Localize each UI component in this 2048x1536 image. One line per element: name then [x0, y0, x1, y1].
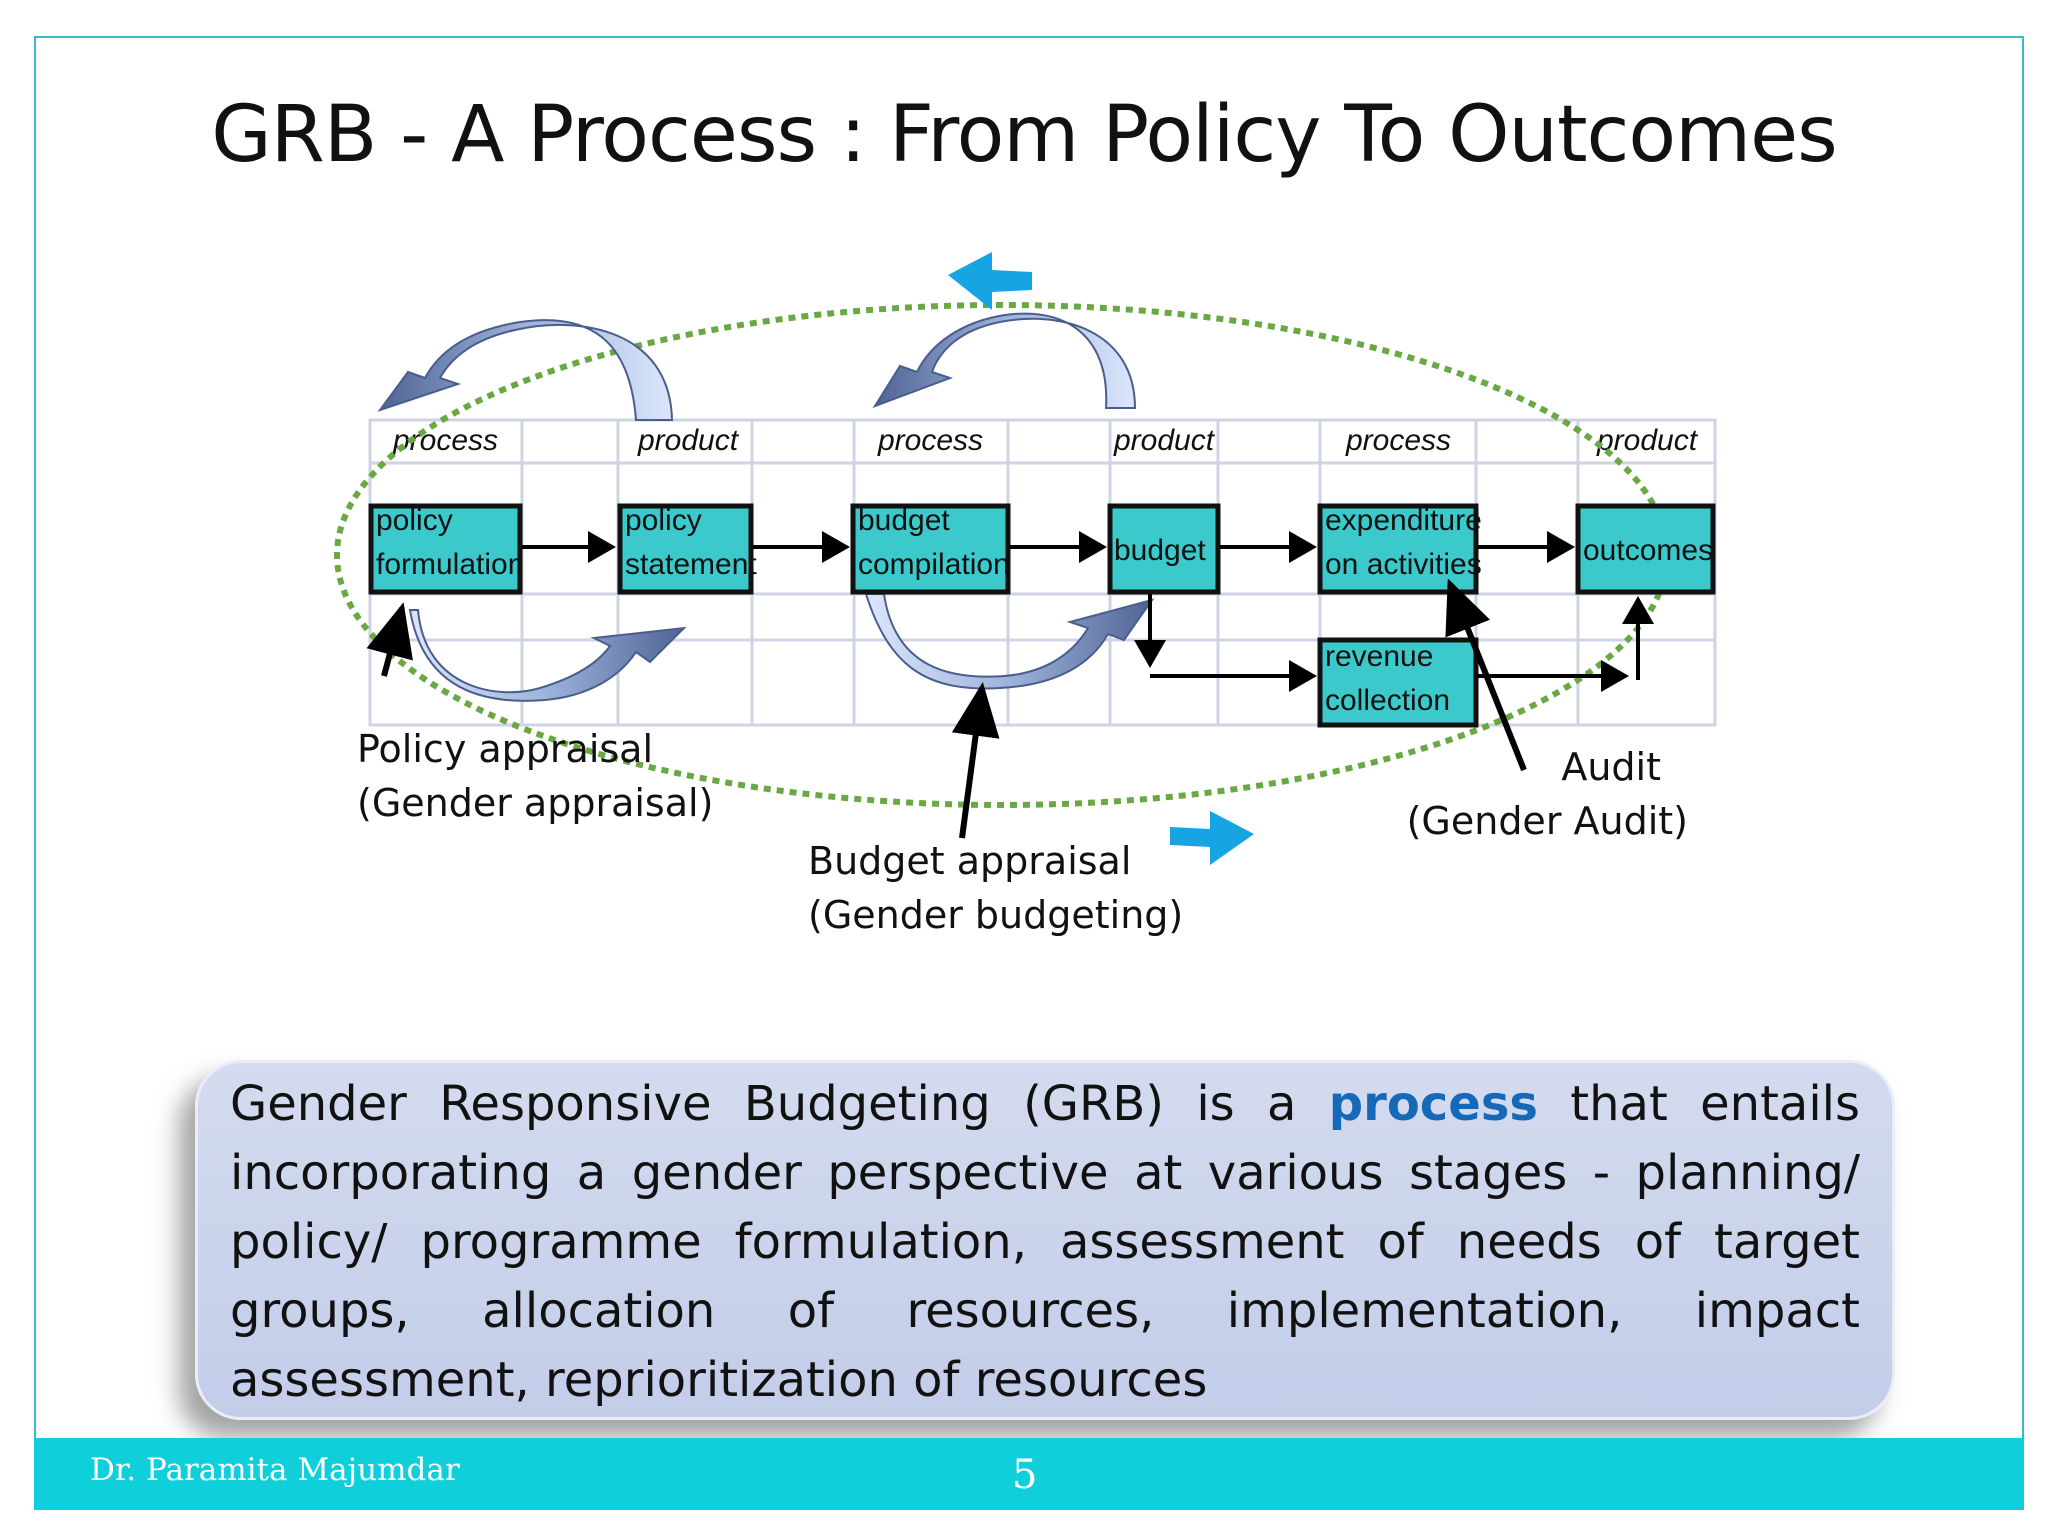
pointer-budget-appraisal: [951, 682, 1000, 839]
curl-arrow-budget-top-icon: [872, 312, 1137, 409]
box-text-policy-2: policy: [625, 504, 702, 537]
box-text-on-activities: on activities: [1325, 548, 1482, 581]
curl-arrow-policy-bottom-icon: [408, 609, 687, 702]
definition-text-after: that entails incorporating a gender pers…: [230, 1076, 1860, 1408]
definition-text-before: Gender Responsive Budgeting (GRB) is a: [230, 1076, 1329, 1132]
pointer-audit: [1445, 578, 1527, 772]
box-revenue-collection: [1317, 637, 1479, 728]
box-text-collection: collection: [1325, 684, 1450, 717]
label-budget-appraisal: Budget appraisal (Gender budgeting): [808, 839, 1184, 937]
slide-title: GRB - A Process : From Policy To Outcome…: [211, 90, 1838, 180]
stage-label-product-1: product: [637, 424, 740, 457]
definition-callout: [195, 1060, 1895, 1420]
box-text-compilation: compilation: [858, 548, 1010, 581]
stage-label-process-3: process: [1345, 424, 1451, 457]
box-outcomes: [1575, 503, 1716, 595]
curl-arrow-policy-top-icon: [377, 319, 674, 421]
box-budget-compilation: [850, 503, 1011, 595]
box-text-outcomes: outcomes: [1583, 534, 1713, 567]
stage-label-process-2: process: [877, 424, 983, 457]
stage-label-product-3: product: [1596, 424, 1699, 457]
box-text-budget-top: budget: [858, 504, 950, 537]
page-number: 5: [1012, 1452, 1038, 1498]
curl-arrow-budget-bottom-icon: [864, 593, 1155, 690]
cycle-arrow-left-icon: [948, 252, 1032, 310]
box-text-revenue: revenue: [1325, 640, 1433, 673]
box-text-budget: budget: [1114, 534, 1206, 567]
footer-author: Dr. Paramita Majumdar: [90, 1452, 460, 1488]
label-policy-appraisal: Policy appraisal (Gender appraisal): [357, 727, 714, 825]
box-text-statement: statement: [625, 548, 757, 581]
footer-bar: [34, 1438, 2024, 1510]
definition-highlight: process: [1328, 1076, 1538, 1132]
box-expenditure: [1317, 503, 1479, 595]
box-policy-formulation: [368, 503, 523, 595]
stage-label-product-2: product: [1113, 424, 1216, 457]
box-text-policy: policy: [376, 504, 453, 537]
definition-text: Gender Responsive Budgeting (GRB) is a p…: [230, 1070, 1860, 1415]
box-text-formulation: formulation: [376, 548, 524, 581]
box-budget: [1107, 503, 1221, 595]
box-policy-statement: [617, 503, 754, 595]
cycle-arrow-right-icon: [1170, 811, 1254, 865]
label-audit: Audit (Gender Audit): [1406, 745, 1688, 843]
pointer-policy-appraisal: [366, 602, 413, 677]
box-text-expenditure: expenditure: [1325, 504, 1482, 537]
